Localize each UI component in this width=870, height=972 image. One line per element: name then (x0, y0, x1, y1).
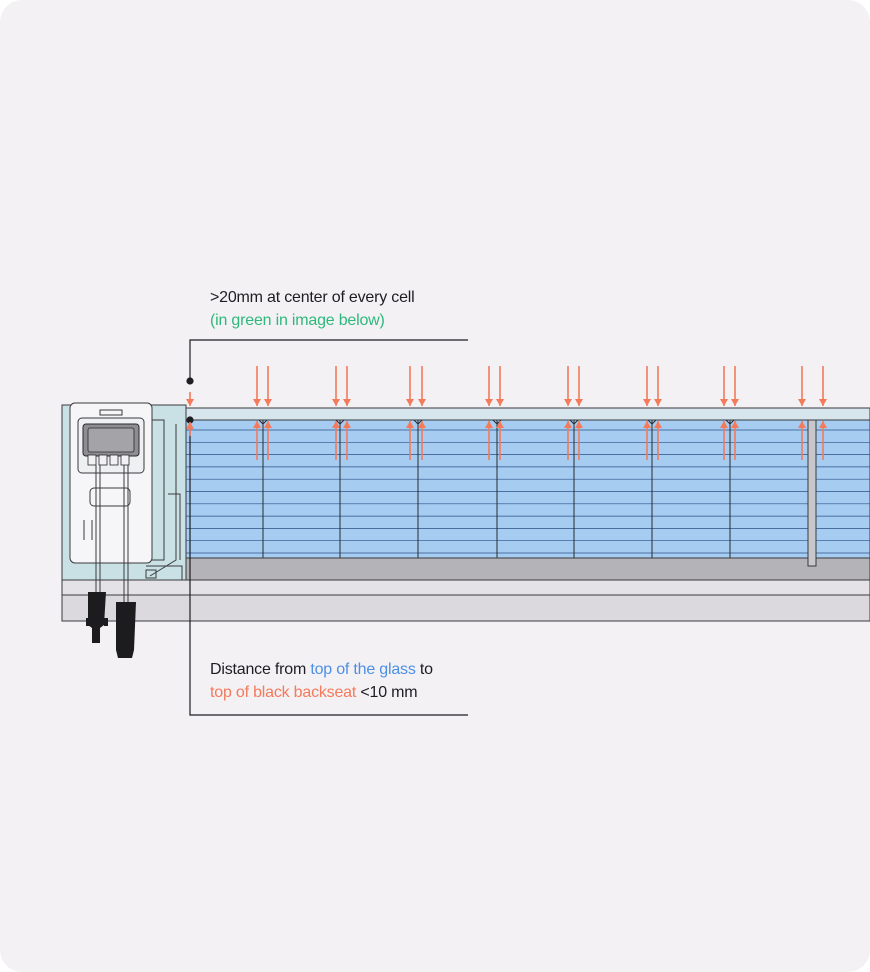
annotation-top-line1: >20mm at center of every cell (210, 289, 415, 306)
terminal-window (87, 427, 135, 453)
arrow-down-icon (343, 366, 351, 406)
annotation-bottom: Distance from top of the glass to top of… (210, 658, 433, 704)
frame-bottom-band (61, 594, 870, 622)
arrow-up-icon (575, 421, 583, 460)
annotation-bottom-backseat: top of black backseat (210, 684, 357, 701)
arrow-up-icon (496, 421, 504, 460)
cables (83, 465, 129, 603)
arrow-down-icon (564, 366, 572, 406)
cell-row-lines (186, 429, 870, 554)
annotation-bottom-middle: to (415, 661, 433, 678)
terminal-pins (87, 454, 130, 466)
arrow-down-icon (720, 366, 728, 406)
arrow-down-icon (485, 366, 493, 406)
annotation-bottom-prefix: Distance from (210, 661, 311, 678)
arrow-down-icon (819, 366, 827, 406)
arrow-up-icon (643, 421, 651, 460)
frame-middle-band (61, 579, 870, 596)
junction-box-tab (99, 409, 123, 416)
annotation-bottom-glass: top of the glass (310, 661, 416, 678)
arrow-down-icon (264, 366, 272, 406)
arrow-down-icon (731, 366, 739, 406)
arrow-up-icon (332, 421, 340, 460)
cell-divider-notch (725, 419, 735, 425)
arrow-up-icon (406, 421, 414, 460)
arrow-up-icon (343, 421, 351, 460)
arrow-down-icon (575, 366, 583, 406)
arrow-down-icon (186, 392, 194, 406)
annotation-bottom-suffix: <10 mm (356, 684, 418, 701)
arrow-up-icon (418, 421, 426, 460)
arrow-up-icon (264, 421, 272, 460)
junction-box (61, 402, 187, 658)
annotation-top-line2: (in green in image below) (210, 312, 385, 329)
callout-dot-top (186, 377, 194, 385)
arrow-up-icon (485, 421, 493, 460)
arrow-up-icon (564, 421, 572, 460)
arrow-up-icon (731, 421, 739, 460)
arrow-up-icon (186, 422, 194, 436)
glass-area (185, 419, 870, 559)
arrow-down-icon (418, 366, 426, 406)
glass-surface (185, 419, 870, 559)
annotation-bottom-line1: Distance from top of the glass to (210, 658, 433, 681)
cell-divider-notch (413, 419, 423, 425)
junction-box-right-side (145, 419, 183, 580)
arrow-up-icon (253, 421, 261, 460)
callout-dot-bottom (186, 416, 194, 424)
annotation-top: >20mm at center of every cell (in green … (210, 286, 415, 332)
mc4-connector-icon (86, 592, 136, 658)
cell-divider-notch (647, 419, 657, 425)
cell-divider-notch (258, 419, 268, 425)
annotation-bottom-line2: top of black backseat <10 mm (210, 681, 433, 704)
arrow-down-icon (798, 366, 806, 406)
arrow-down-icon (332, 366, 340, 406)
arrow-down-icon (253, 366, 261, 406)
arrow-down-icon (643, 366, 651, 406)
arrow-up-icon (720, 421, 728, 460)
mounting-bar (807, 419, 817, 567)
cell-dividers (258, 419, 735, 558)
arrow-down-icon (654, 366, 662, 406)
cell-divider-notch (569, 419, 579, 425)
frame-grey-band (185, 557, 870, 581)
arrow-up-icon (654, 421, 662, 460)
arrow-down-icon (406, 366, 414, 406)
callout-leader-lines (189, 339, 468, 716)
cell-divider-notch (335, 419, 345, 425)
arrow-up-icon (819, 421, 827, 460)
measurement-arrows (186, 366, 827, 460)
arrow-down-icon (496, 366, 504, 406)
arrow-up-icon (798, 421, 806, 460)
